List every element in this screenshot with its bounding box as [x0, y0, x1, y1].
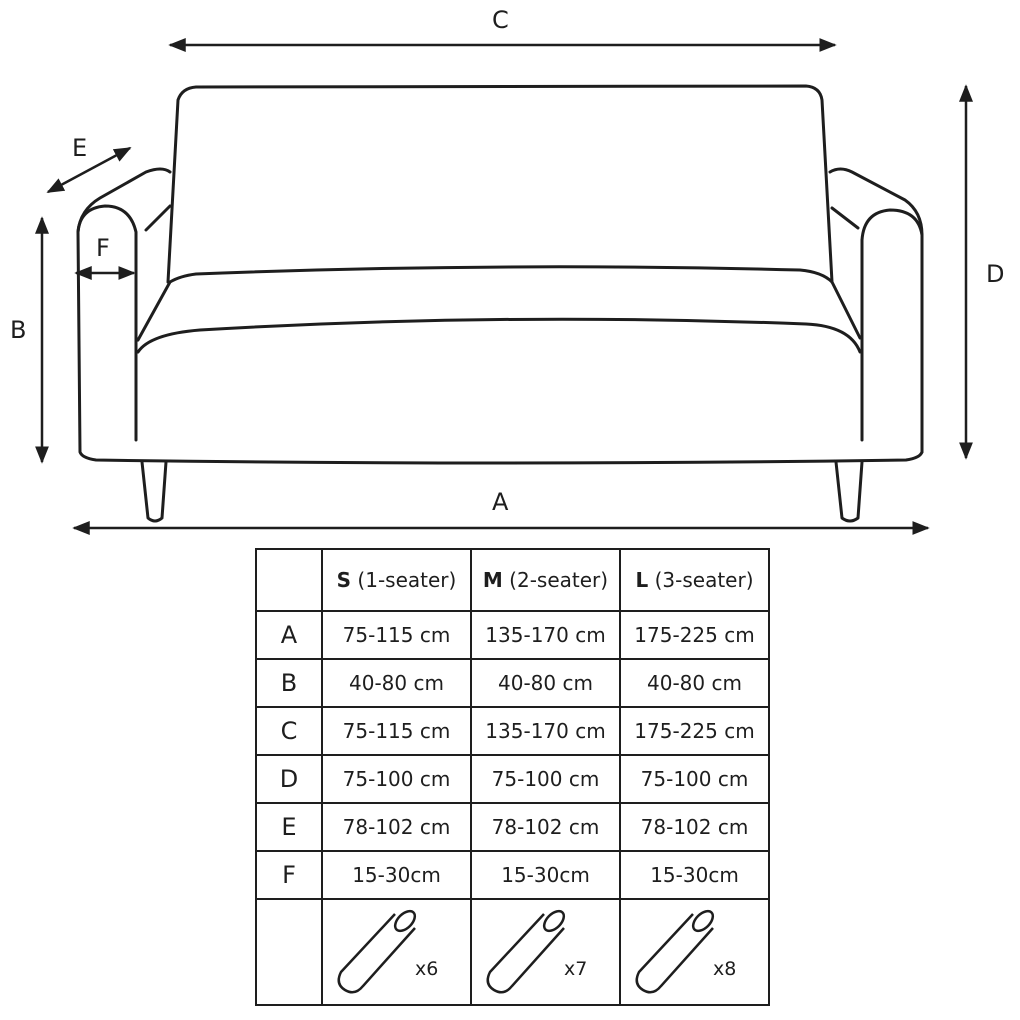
table-row: A 75-115 cm 135-170 cm 175-225 cm	[255, 610, 770, 660]
sofa-left-arm	[76, 167, 172, 234]
sofa-base	[76, 230, 924, 465]
foam-tube-icon	[635, 909, 715, 994]
dimension-c-label: C	[492, 6, 509, 34]
header-size-l: L (3-seater)	[619, 548, 770, 612]
table-cell: 175-225 cm	[619, 706, 770, 756]
table-cell: 15-30cm	[470, 850, 621, 900]
row-label: D	[255, 754, 323, 804]
sofa-right-arm	[828, 167, 924, 237]
table-row: F 15-30cm 15-30cm 15-30cm	[255, 850, 770, 900]
table-cell: 75-100 cm	[619, 754, 770, 804]
row-label: F	[255, 850, 323, 900]
dimension-e-label: E	[72, 134, 88, 162]
table-row: C 75-115 cm 135-170 cm 175-225 cm	[255, 706, 770, 756]
table-cell: 175-225 cm	[619, 610, 770, 660]
dimension-e-arrow	[46, 146, 132, 194]
table-cell: 15-30cm	[619, 850, 770, 900]
table-cell: 75-100 cm	[470, 754, 621, 804]
pipe-count: x6	[415, 958, 439, 980]
header-size-m: M (2-seater)	[470, 548, 621, 612]
table-cell: 40-80 cm	[619, 658, 770, 708]
table-row: D 75-100 cm 75-100 cm 75-100 cm	[255, 754, 770, 804]
sofa-backrest	[166, 84, 834, 284]
pipes-row: x6 x7	[255, 898, 770, 1006]
size-table: S (1-seater) M (2-seater) L (3-seater) A…	[255, 548, 770, 1006]
sofa-diagram	[35, 38, 973, 535]
table-row: B 40-80 cm 40-80 cm 40-80 cm	[255, 658, 770, 708]
pipe-count: x7	[564, 958, 588, 980]
table-cell: 40-80 cm	[470, 658, 621, 708]
dimension-d-label: D	[986, 260, 1005, 288]
row-label: C	[255, 706, 323, 756]
table-cell: 75-115 cm	[321, 610, 472, 660]
table-cell: 135-170 cm	[470, 610, 621, 660]
row-label: A	[255, 610, 323, 660]
dimension-f-label: F	[96, 234, 110, 262]
header-size-s: S (1-seater)	[321, 548, 472, 612]
sofa-left-leg	[140, 460, 168, 523]
table-cell: 15-30cm	[321, 850, 472, 900]
dimension-b-label: B	[10, 316, 27, 344]
row-label: E	[255, 802, 323, 852]
table-cell: 40-80 cm	[321, 658, 472, 708]
table-cell: 78-102 cm	[321, 802, 472, 852]
pipe-count: x8	[713, 958, 737, 980]
pipes-empty-cell	[255, 898, 323, 1006]
header-empty-cell	[255, 548, 323, 612]
table-cell: 135-170 cm	[470, 706, 621, 756]
row-label: B	[255, 658, 323, 708]
table-row: E 78-102 cm 78-102 cm 78-102 cm	[255, 802, 770, 852]
table-cell: 75-115 cm	[321, 706, 472, 756]
sofa-right-leg	[834, 460, 864, 523]
table-cell: 78-102 cm	[619, 802, 770, 852]
table-cell: 75-100 cm	[321, 754, 472, 804]
foam-tube-icon	[486, 909, 566, 994]
dimension-a-label: A	[492, 488, 509, 516]
table-cell: 78-102 cm	[470, 802, 621, 852]
foam-tube-icon	[337, 909, 417, 994]
table-header-row: S (1-seater) M (2-seater) L (3-seater)	[255, 548, 770, 612]
sofa-cushion	[136, 265, 862, 342]
pipes-cell-m: x7	[470, 898, 621, 1006]
pipes-cell-l: x8	[619, 898, 770, 1006]
pipes-cell-s: x6	[321, 898, 472, 1006]
